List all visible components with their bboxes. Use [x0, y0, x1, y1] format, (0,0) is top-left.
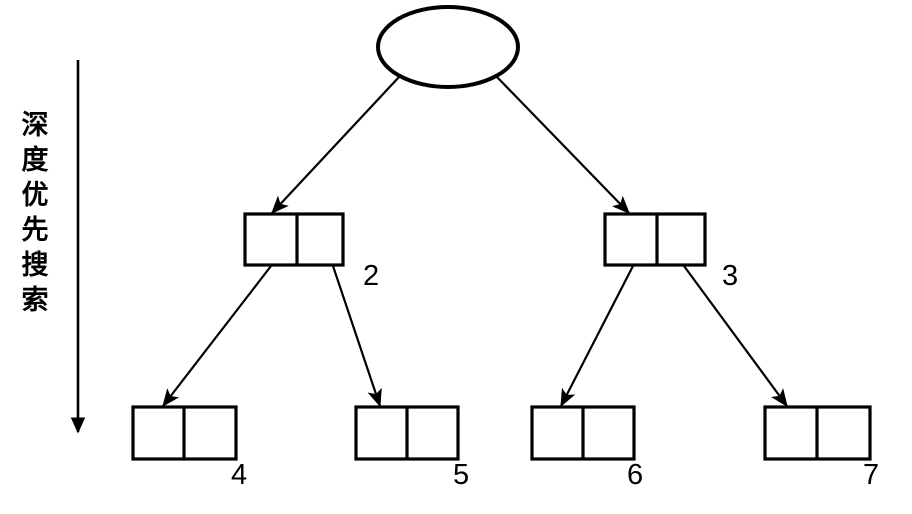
- node-7-label: 7: [863, 459, 880, 491]
- node-3-label: 3: [722, 260, 739, 292]
- dfs-label-char-6: 索: [21, 285, 49, 316]
- edge-root-to-node2: [271, 76, 400, 214]
- dfs-label-char-5: 搜: [21, 250, 49, 281]
- depth-first-search-label: 深 度 优 先 搜 索: [17, 108, 53, 318]
- edge-node3-to-node6: [560, 265, 634, 408]
- dfs-label-char-1: 深: [21, 110, 49, 141]
- edge-node2-to-node4: [162, 265, 272, 408]
- dfs-label-char-2: 度: [21, 145, 49, 176]
- edge-node2-to-node5: [331, 265, 382, 408]
- node-5-label: 5: [453, 459, 470, 491]
- node-3-box[interactable]: [603, 212, 707, 267]
- edge-root-to-node3: [496, 76, 630, 214]
- node-6-label: 6: [627, 459, 644, 491]
- node-4-label: 4: [231, 459, 248, 491]
- node-4-box[interactable]: [131, 405, 238, 461]
- node-7-box[interactable]: [763, 405, 872, 461]
- node-2-label: 2: [363, 260, 380, 292]
- node-5-box[interactable]: [354, 405, 460, 461]
- dfs-label-char-3: 优: [21, 180, 49, 211]
- dfs-label-char-4: 先: [21, 215, 49, 246]
- node-root-ellipse[interactable]: [376, 5, 520, 89]
- node-6-box[interactable]: [530, 405, 636, 461]
- node-2-box[interactable]: [243, 212, 345, 267]
- edge-node3-to-node7: [683, 265, 788, 408]
